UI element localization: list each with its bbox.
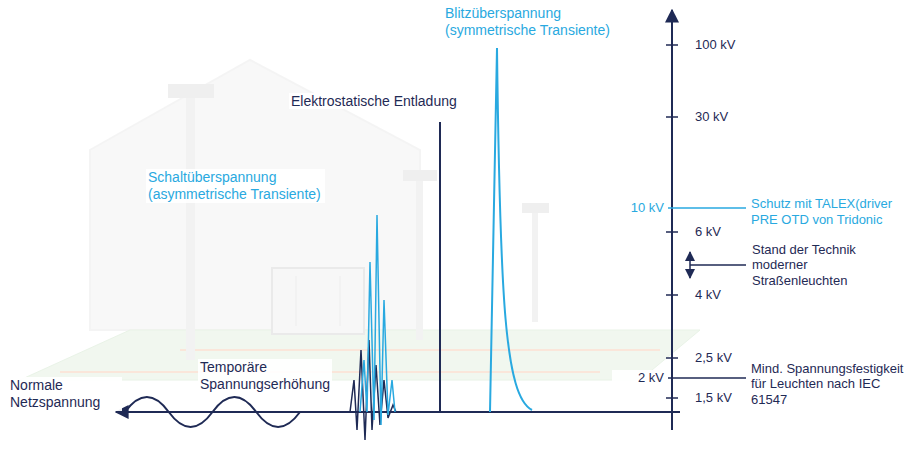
street-lamp-head [168,84,214,98]
switching-surge [360,215,395,425]
esd-pulse [439,122,441,412]
axis-value: 1,5 kV [693,390,734,406]
range-leader [690,264,746,266]
axis-value: 2 kV [612,370,666,386]
axis-value: 30 kV [693,109,730,125]
street-lamp-pole [416,180,423,340]
surge-label: Elektrostatische Entladung [289,93,459,110]
distribution-cabinet [272,268,364,334]
mains-sine-wave [125,397,300,427]
street-lamp-head [403,170,437,181]
axis-value: 6 kV [693,224,723,240]
protection-level-line [668,207,746,209]
surge-label: Temporäre Spannungserhöhung [198,359,332,393]
axis-value: 100 kV [693,37,737,53]
street-lamp-head [522,203,549,213]
street-lamp-pole [532,212,538,322]
axis-value: 4 kV [693,287,723,303]
background-illustration [20,60,700,380]
annotation: Mind. Spannungsfestigkeit für Leuchten n… [749,361,921,408]
min-strength-line [668,377,746,379]
baseline-label: Normale Netzspannung [8,377,122,411]
annotation: Schutz mit TALEX(driver PRE OTD von Trid… [749,196,921,227]
axis-value: 2,5 kV [693,350,734,366]
voltage-axis [671,10,673,430]
lightning-surge [490,48,532,412]
axis-value: 10 kV [612,200,666,216]
time-axis [116,411,680,413]
street-lamp-pole [186,98,195,360]
annotation: Stand der Technik moderner Straßenleucht… [750,242,904,289]
surge-label: Schaltüberspannung (asymmetrische Transi… [146,169,325,203]
surge-label: Blitzüberspannung (symmetrische Transien… [443,5,622,39]
axis-ticks [666,45,678,398]
